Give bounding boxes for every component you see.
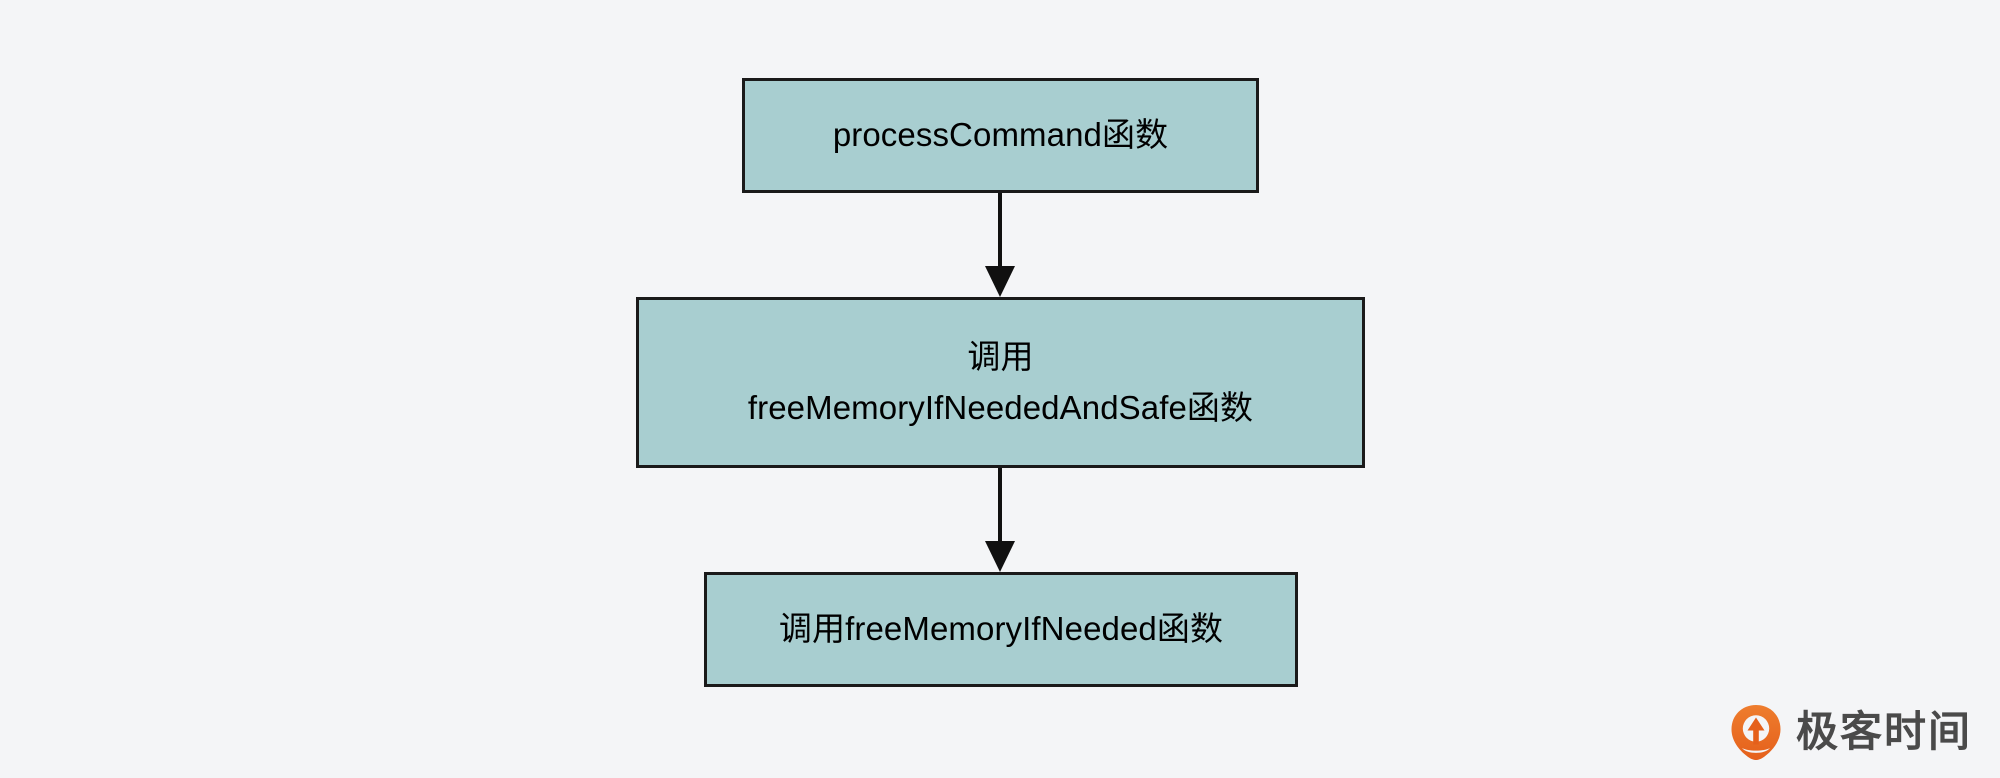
edge-1-arrowhead bbox=[985, 266, 1015, 297]
watermark-brand-text: 极客时间 bbox=[1795, 707, 1972, 756]
edge-node2-to-node3 bbox=[985, 468, 1015, 572]
flow-node-process-command[interactable]: processCommand函数 bbox=[742, 78, 1259, 193]
geektime-logo-icon bbox=[1731, 705, 1781, 760]
watermark: 极客时间 bbox=[1730, 704, 1972, 760]
edge-node1-to-node2 bbox=[985, 193, 1015, 297]
edge-2-arrowhead bbox=[985, 541, 1015, 572]
flow-node-free-memory-if-needed-and-safe[interactable]: 调用 freeMemoryIfNeededAndSafe函数 bbox=[636, 297, 1365, 468]
flow-node-free-memory-if-needed[interactable]: 调用freeMemoryIfNeeded函数 bbox=[704, 572, 1298, 687]
